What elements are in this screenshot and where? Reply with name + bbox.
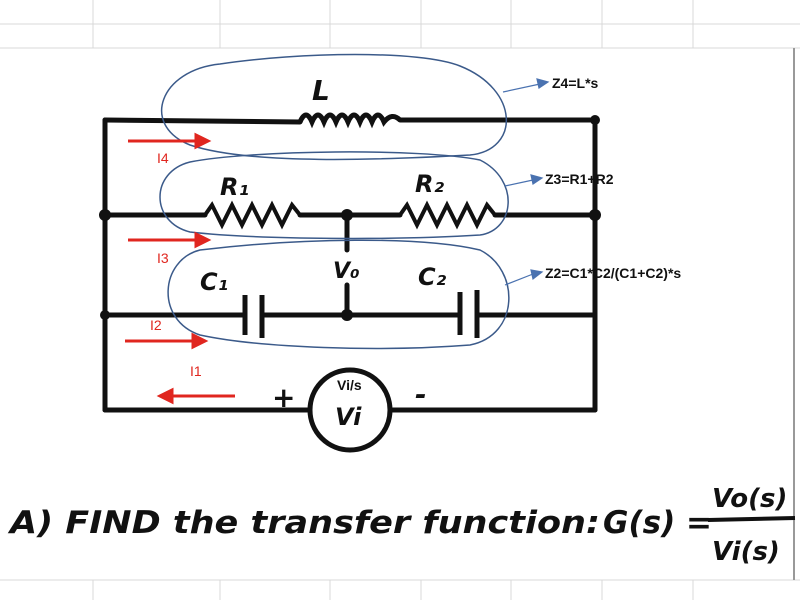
label-source: Vi xyxy=(335,403,362,431)
current-i2: I2 xyxy=(150,317,162,333)
arrowhead-icon xyxy=(530,269,544,281)
capacitor-c2 xyxy=(457,290,480,338)
capacitor-c1 xyxy=(242,295,265,338)
label-inductor: L xyxy=(312,74,330,107)
pointer-arrows xyxy=(502,78,550,286)
question-denominator: Vi(s) xyxy=(712,537,780,567)
label-r2: R₂ xyxy=(415,170,444,198)
inductor-coil xyxy=(297,112,402,129)
question-numerator: Vo(s) xyxy=(712,484,787,514)
impedance-z3: Z3=R1+R2 xyxy=(545,171,614,187)
impedance-loops xyxy=(159,53,510,350)
question-lhs: G(s) = xyxy=(603,505,712,541)
label-c1: C₁ xyxy=(200,268,228,296)
label-r1: R₁ xyxy=(220,173,249,201)
junction-dots xyxy=(99,115,601,321)
question-prefix: A) FIND the transfer function: xyxy=(7,505,600,541)
circuit-wires xyxy=(102,117,598,413)
arrowhead-icon xyxy=(536,78,550,89)
current-i4: I4 xyxy=(157,150,169,166)
label-vo: V₀ xyxy=(333,259,360,284)
arrowhead-icon xyxy=(530,174,544,185)
resistor-r1 xyxy=(203,200,302,230)
label-source-laplace: Vi/s xyxy=(337,377,362,393)
current-i1: I1 xyxy=(190,363,202,379)
current-i3: I3 xyxy=(157,250,169,266)
fraction-bar xyxy=(707,516,796,522)
resistor-r2 xyxy=(398,200,497,230)
label-plus: + xyxy=(272,381,295,414)
label-minus: - xyxy=(415,378,427,411)
voltage-source xyxy=(307,367,393,453)
label-c2: C₂ xyxy=(418,263,447,291)
impedance-z2: Z2=C1*C2/(C1+C2)*s xyxy=(545,265,681,281)
current-arrows xyxy=(125,132,235,405)
impedance-z4: Z4=L*s xyxy=(552,75,599,91)
